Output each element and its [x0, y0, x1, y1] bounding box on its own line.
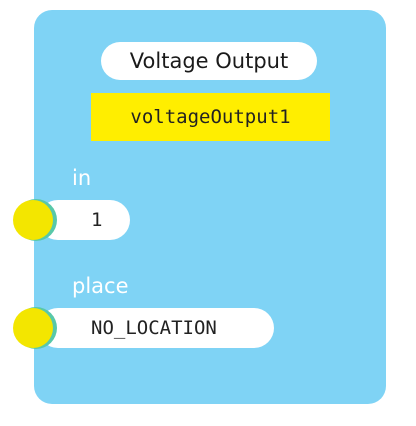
node-title: Voltage Output [101, 42, 317, 80]
port-value-place[interactable]: NO_LOCATION [38, 308, 274, 348]
port-connector-place[interactable] [13, 308, 53, 348]
port-label-in: in [72, 166, 92, 190]
port-connector-in[interactable] [13, 200, 53, 240]
port-label-place: place [72, 274, 129, 298]
port-value-in[interactable]: 1 [38, 200, 130, 240]
node-id-field[interactable]: voltageOutput1 [91, 93, 330, 141]
